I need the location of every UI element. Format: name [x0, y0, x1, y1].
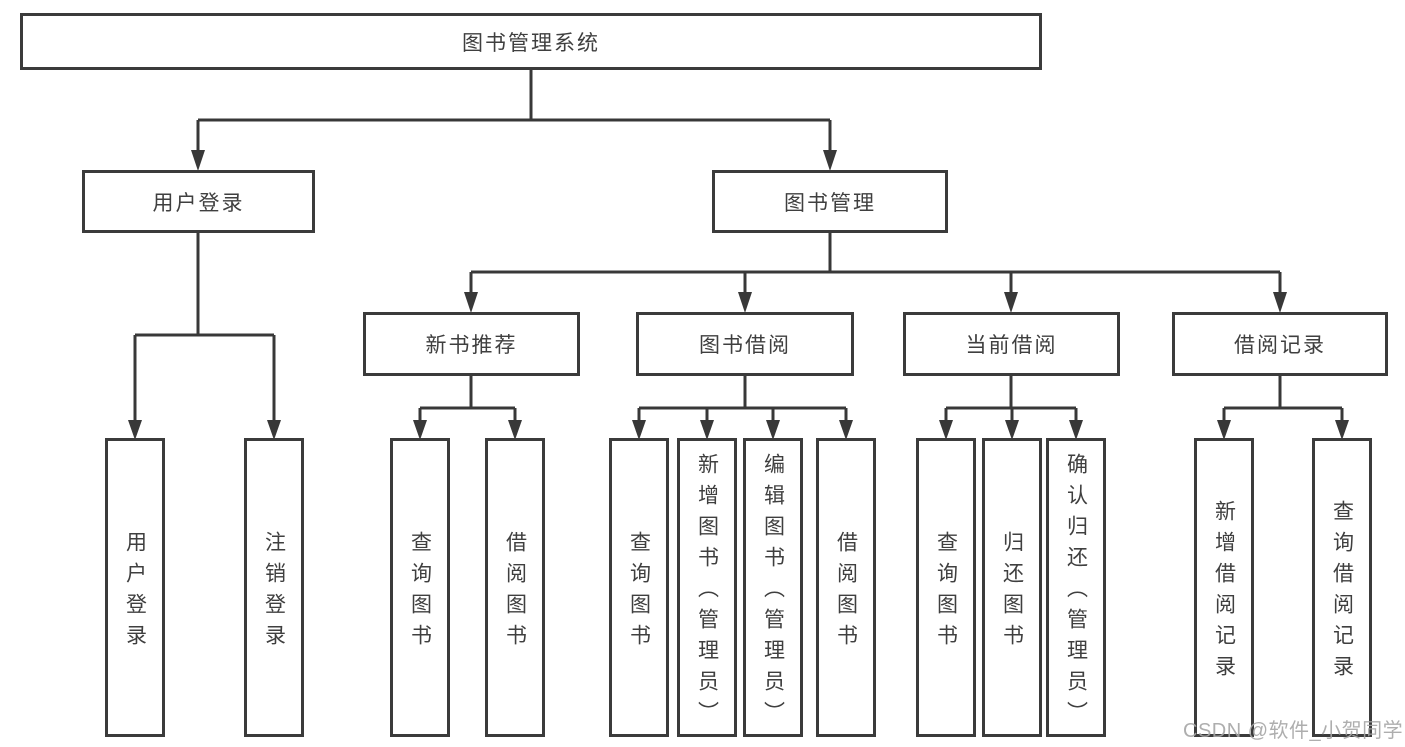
node-book-borrowing-label: 图书借阅: [699, 334, 791, 357]
leaf-query-borrow-record-label: 查询借阅记录: [1330, 499, 1354, 686]
leaf-recommend-borrow-book-label: 借阅图书: [503, 530, 527, 655]
node-current-borrowing-label: 当前借阅: [965, 334, 1058, 357]
leaf-current-query-book-label: 查询图书: [934, 530, 958, 655]
leaf-add-book-admin: 新增图书（管理员）: [677, 438, 737, 737]
leaf-user-login: 用户登录: [105, 438, 165, 737]
node-new-book-recommend-label: 新书推荐: [425, 334, 518, 357]
leaf-edit-book-admin-label: 编辑图书（管理员）: [761, 453, 785, 732]
leaf-recommend-borrow-book: 借阅图书: [485, 438, 545, 737]
leaf-confirm-return-admin-label: 确认归还（管理员）: [1064, 453, 1088, 732]
leaf-return-book: 归还图书: [982, 438, 1042, 737]
leaf-add-book-admin-label: 新增图书（管理员）: [695, 453, 719, 732]
leaf-add-borrow-record-label: 新增借阅记录: [1212, 499, 1236, 686]
leaf-user-login-label: 用户登录: [123, 530, 147, 655]
node-borrowing-records-label: 借阅记录: [1234, 334, 1326, 357]
node-user-login: 用户登录: [82, 170, 315, 233]
leaf-edit-book-admin: 编辑图书（管理员）: [743, 438, 803, 737]
node-book-borrowing: 图书借阅: [636, 312, 854, 376]
csdn-watermark: CSDN @软件_小贺同学: [1183, 720, 1404, 742]
leaf-logout: 注销登录: [244, 438, 304, 737]
leaf-borrow-book: 借阅图书: [816, 438, 876, 737]
leaf-borrow-query-book-label: 查询图书: [627, 530, 651, 655]
node-library-system-label: 图书管理系统: [462, 31, 600, 55]
node-borrowing-records: 借阅记录: [1172, 312, 1388, 376]
leaf-logout-label: 注销登录: [262, 530, 286, 655]
leaf-current-query-book: 查询图书: [916, 438, 976, 737]
leaf-recommend-query-book: 查询图书: [390, 438, 450, 737]
node-book-management-label: 图书管理: [784, 191, 876, 215]
node-new-book-recommend: 新书推荐: [363, 312, 580, 376]
leaf-return-book-label: 归还图书: [1000, 530, 1024, 655]
leaf-query-borrow-record: 查询借阅记录: [1312, 438, 1372, 737]
leaf-recommend-query-book-label: 查询图书: [408, 530, 432, 655]
node-book-management: 图书管理: [712, 170, 948, 233]
leaf-add-borrow-record: 新增借阅记录: [1194, 438, 1254, 737]
node-user-login-label: 用户登录: [152, 191, 245, 215]
leaf-confirm-return-admin: 确认归还（管理员）: [1046, 438, 1106, 737]
leaf-borrow-query-book: 查询图书: [609, 438, 669, 737]
node-current-borrowing: 当前借阅: [903, 312, 1120, 376]
leaf-borrow-book-label: 借阅图书: [834, 530, 858, 655]
node-library-system: 图书管理系统: [20, 13, 1042, 70]
